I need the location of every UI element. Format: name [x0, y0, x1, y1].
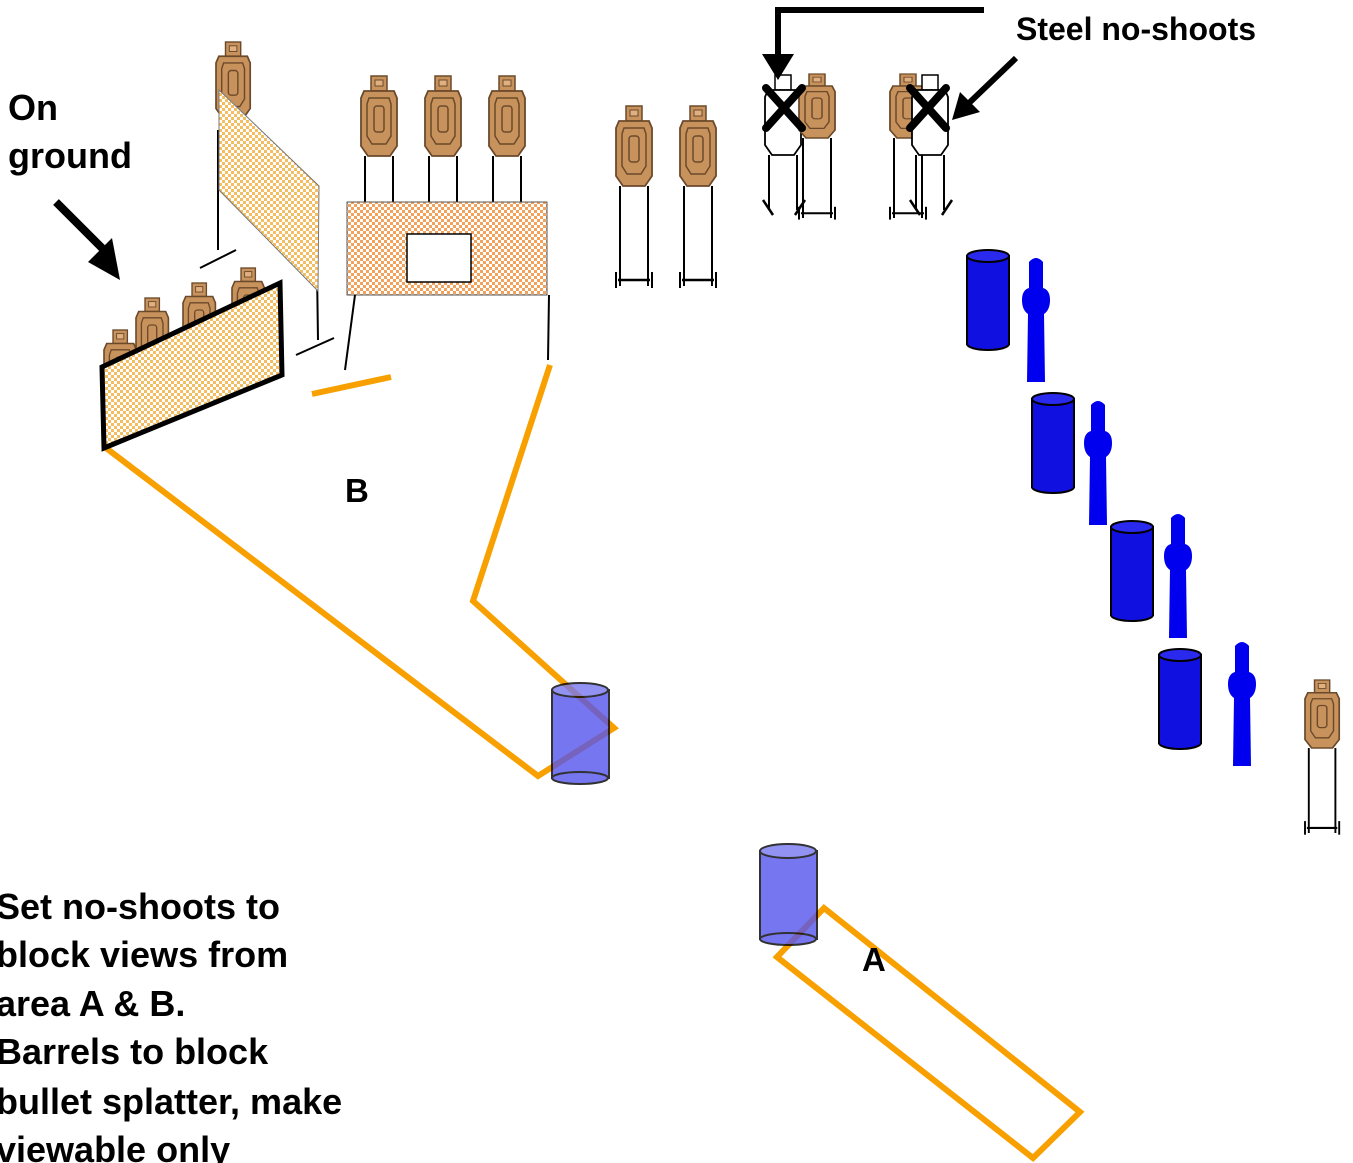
on-ground-label-line-1: On — [8, 87, 58, 128]
paper-target-on-stand — [1305, 680, 1339, 835]
arrow-icon — [762, 7, 984, 80]
window-wall-group — [344, 75, 550, 371]
steel-popper-icon — [1022, 258, 1050, 382]
barrel-icon — [966, 249, 1010, 351]
paper-target — [360, 75, 398, 157]
leaning-no-shoot-wall — [218, 88, 320, 293]
fault-box-area-a — [772, 903, 1085, 1162]
steel-popper-icon — [1084, 401, 1112, 525]
note-line: Barrels to block — [0, 1031, 269, 1072]
leaning-wall-group — [199, 41, 335, 356]
arrow-icon — [53, 199, 120, 280]
x-mark-icon — [906, 84, 950, 132]
steel-no-shoots-label: Steel no-shoots — [1016, 11, 1256, 47]
x-mark-icon — [762, 84, 806, 132]
steel-popper-icon — [1164, 514, 1192, 638]
window-opening — [406, 233, 472, 283]
paper-target-on-stand — [680, 106, 716, 288]
no-shoot-wall-on-ground — [99, 279, 285, 452]
steel-popper-icon — [1228, 642, 1256, 766]
note-text: Set no-shoots to block views from area A… — [0, 886, 342, 1163]
fault-line-area-b-left — [104, 364, 619, 780]
paper-target-on-stand — [616, 106, 652, 288]
steel-no-shoot-group-1 — [761, 74, 835, 220]
steel-no-shoot-group-2 — [890, 74, 954, 220]
barrel-icon — [1031, 392, 1075, 494]
area-a-label: A — [862, 941, 886, 978]
note-line: area A & B. — [0, 983, 185, 1024]
paper-target — [424, 75, 462, 157]
note-line: block views from — [0, 934, 288, 975]
barrel-icon — [759, 843, 818, 946]
note-line: viewable only — [0, 1129, 230, 1163]
arrow-icon — [952, 55, 1019, 120]
area-b-label: B — [345, 472, 369, 509]
fault-line-short — [311, 374, 392, 397]
barrel-icon — [551, 682, 610, 785]
barrel-icon — [1158, 648, 1202, 750]
paper-target — [488, 75, 526, 157]
note-line: bullet splatter, make — [0, 1081, 342, 1122]
note-line: Set no-shoots to — [0, 886, 280, 927]
left-wall-group — [99, 267, 285, 452]
barrel-icon — [1110, 520, 1154, 622]
on-ground-label-line-2: ground — [8, 135, 132, 176]
